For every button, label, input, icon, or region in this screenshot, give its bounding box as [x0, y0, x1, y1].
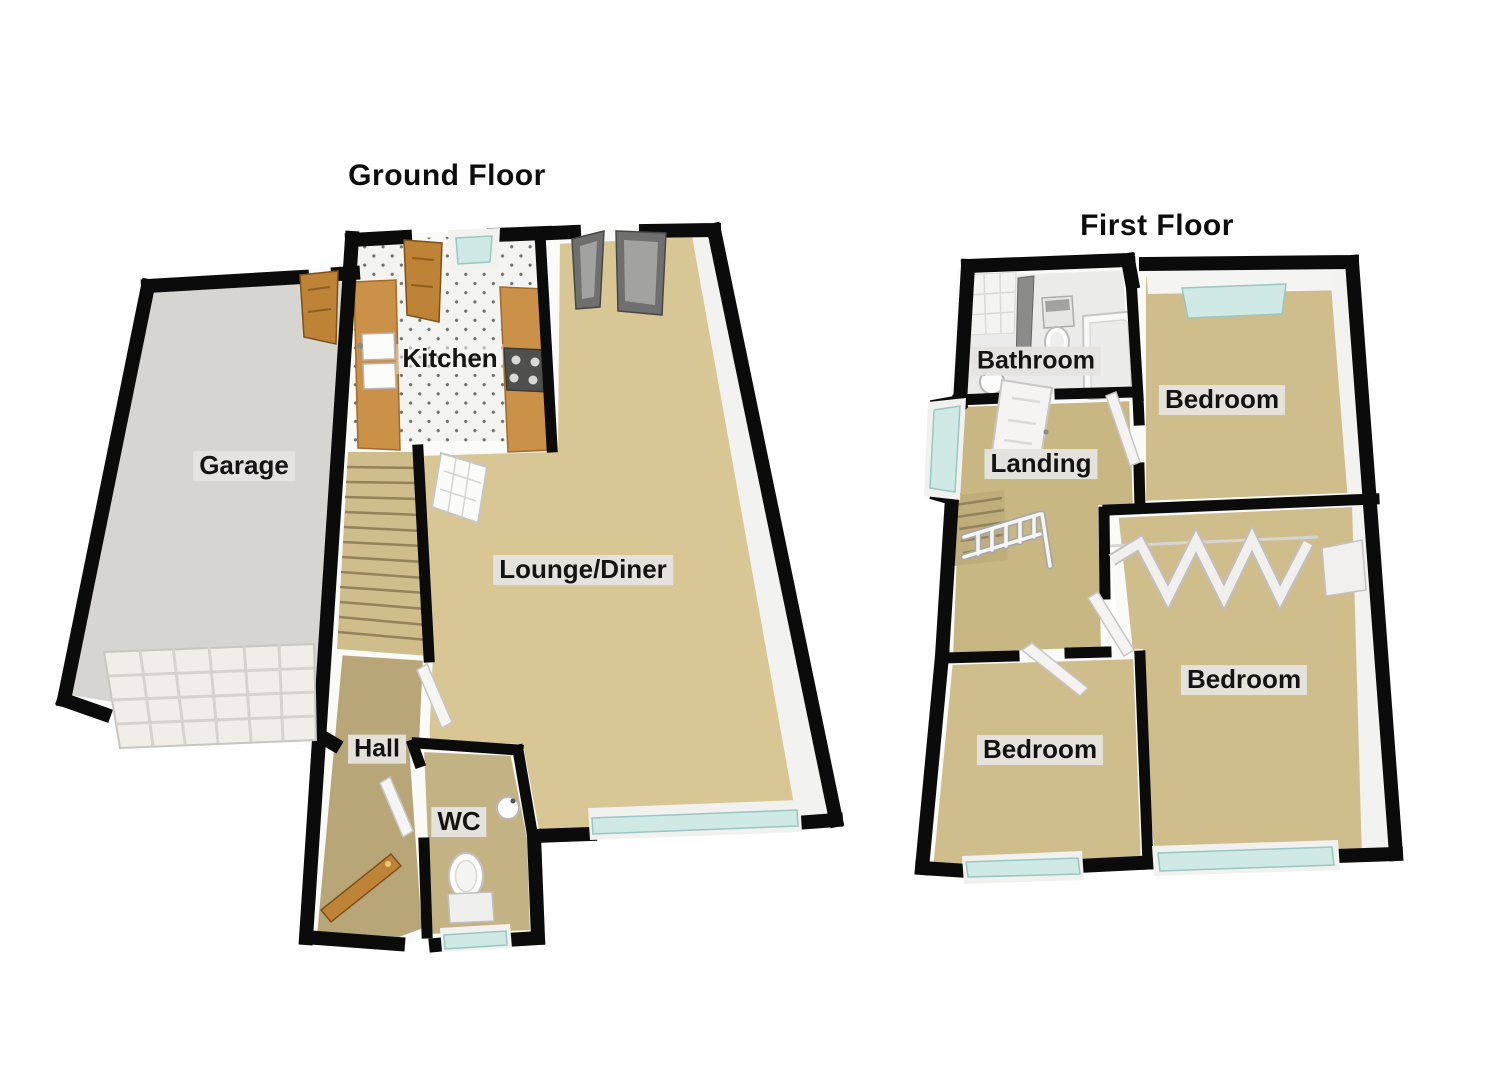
room-label-bedroom-rear: Bedroom — [1180, 664, 1308, 695]
garage-side-door — [299, 270, 339, 345]
room-label-garage: Garage — [193, 450, 295, 481]
kitchen-back-door — [403, 239, 443, 323]
hall-floor — [306, 644, 434, 948]
lounge-window — [588, 800, 802, 840]
ground-floor-plan — [55, 221, 845, 953]
bedroom-front-door — [1105, 391, 1141, 467]
wc-door — [379, 775, 414, 839]
bedroom-side-window — [962, 851, 1084, 884]
kitchen-window — [448, 228, 500, 270]
ground-interior-walls — [405, 228, 558, 939]
wardrobe-bifold-doors — [1108, 524, 1367, 612]
room-label-wc: WC — [431, 806, 487, 837]
staircase-treads — [337, 465, 429, 642]
ground-floor-title: Ground Floor — [348, 159, 546, 192]
ground-outer-walls — [55, 221, 845, 953]
room-label-bathroom: Bathroom — [970, 346, 1102, 376]
room-label-kitchen: Kitchen — [396, 343, 504, 374]
stairs-base — [337, 452, 429, 656]
bedroom-rear-window — [1152, 840, 1340, 876]
bedroom-rear-door — [1086, 590, 1136, 658]
kitchen-sink — [357, 332, 397, 390]
front-door — [319, 852, 403, 924]
toilet — [447, 852, 495, 924]
first-interior-walls — [938, 256, 1380, 870]
glazed-lounge-door — [430, 451, 489, 525]
first-floor-title: First Floor — [1080, 209, 1234, 242]
shower — [964, 271, 1035, 369]
room-label-landing: Landing — [984, 448, 1098, 479]
patio-doors — [571, 230, 667, 316]
banister — [960, 510, 1054, 570]
bedroom-side-door — [1020, 642, 1090, 698]
landing-window — [924, 398, 966, 500]
room-label-lounge-diner: Lounge/Diner — [493, 554, 673, 585]
corner-sink — [496, 796, 520, 820]
garage-door — [102, 642, 318, 750]
room-label-bedroom-side: Bedroom — [976, 734, 1104, 765]
room-label-hall: Hall — [348, 734, 406, 764]
room-label-bedroom-front: Bedroom — [1158, 384, 1286, 415]
bedroom-front-window — [1181, 283, 1287, 319]
hall-lounge-door — [416, 662, 453, 730]
wc-window — [440, 924, 512, 952]
